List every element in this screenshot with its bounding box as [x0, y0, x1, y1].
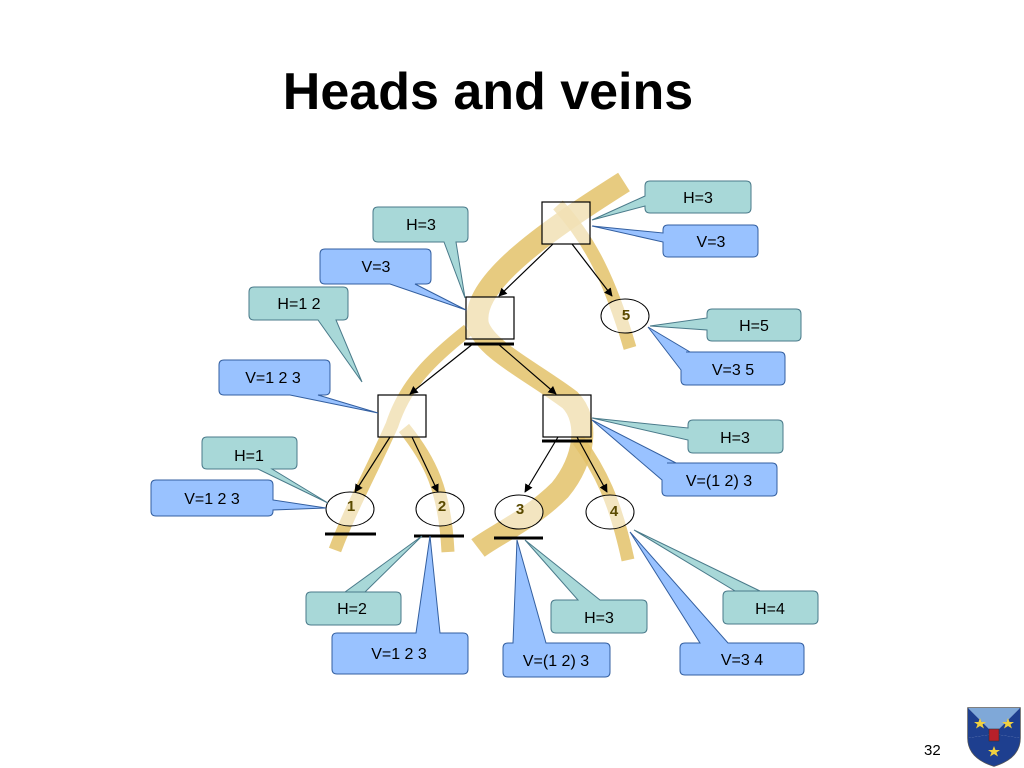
callout-text-leaf3-head: H=3 — [584, 610, 614, 627]
callout-text-root-head: H=3 — [683, 190, 713, 207]
leaf-node-2 — [415, 491, 465, 527]
callout-leaf3-head — [524, 539, 648, 634]
callout-text-leaf2-vein: V=1 2 3 — [371, 646, 427, 663]
crest-logo — [967, 707, 1021, 767]
callout-n3-head — [591, 417, 784, 454]
callout-text-leaf2-head: H=2 — [337, 601, 367, 618]
leaf-node-1 — [325, 491, 375, 527]
node-n3 — [542, 394, 592, 438]
edge-n2-leaf2 — [411, 436, 439, 493]
node-root — [541, 201, 591, 245]
leaf-label-2: 2 — [438, 498, 446, 515]
callout-leaf3-vein — [502, 539, 611, 678]
node-n2 — [377, 394, 427, 438]
callout-n1-vein — [319, 248, 467, 311]
callout-n3-vein — [591, 419, 778, 497]
callout-text-n2-vein: V=1 2 3 — [245, 370, 301, 387]
slide-title: Heads and veins — [282, 63, 694, 121]
callout-text-leaf4-head: H=4 — [755, 601, 785, 618]
callout-root-head — [591, 180, 752, 221]
callout-text-n3-vein: V=(1 2) 3 — [686, 473, 752, 490]
leaf-node-5 — [600, 298, 650, 334]
edge-n1-n2 — [409, 342, 475, 395]
leaf-node-3 — [494, 494, 544, 530]
edge-root-leaf5 — [571, 243, 613, 297]
callout-root-vein — [591, 224, 759, 258]
leaf-label-5: 5 — [622, 307, 630, 324]
callout-text-leaf5-head: H=5 — [739, 318, 769, 335]
callout-text-root-vein: V=3 — [697, 234, 726, 251]
callout-leaf4-vein — [629, 531, 805, 676]
callout-leaf5-head — [649, 308, 802, 342]
callout-leaf1-vein — [150, 479, 327, 517]
vein-highlight-n2-to-2 — [398, 423, 455, 553]
callout-leaf2-head — [305, 535, 423, 626]
callout-text-n1-head: H=3 — [406, 217, 436, 234]
leaf-label-3: 3 — [516, 501, 524, 518]
edge-n2-leaf1 — [354, 436, 391, 493]
callout-leaf5-vein — [647, 326, 786, 386]
callout-text-leaf1-head: H=1 — [234, 448, 264, 465]
leaf-node-4 — [585, 494, 635, 530]
edge-root-n1 — [498, 243, 554, 297]
callout-leaf4-head — [633, 529, 819, 625]
page-number: 32 — [924, 742, 941, 759]
node-n1 — [465, 296, 515, 340]
callout-text-leaf3-vein: V=(1 2) 3 — [523, 653, 589, 670]
callout-n1-head — [372, 206, 469, 299]
edge-n1-n3 — [496, 342, 557, 395]
edge-n3-leaf3 — [524, 436, 559, 493]
callout-text-leaf4-vein: V=3 4 — [721, 652, 763, 669]
callout-n2-vein — [218, 359, 379, 414]
edge-n3-leaf4 — [576, 436, 608, 493]
callout-text-n1-vein: V=3 — [362, 259, 391, 276]
callout-n2-head — [248, 286, 363, 383]
leaf-label-4: 4 — [610, 503, 619, 520]
callout-text-leaf5-vein: V=3 5 — [712, 362, 754, 379]
callout-text-n2-head: H=1 2 — [277, 296, 320, 313]
callout-text-n3-head: H=3 — [720, 430, 750, 447]
leaf-label-1: 1 — [347, 498, 355, 515]
callout-text-leaf1-vein: V=1 2 3 — [184, 491, 240, 508]
callout-leaf2-vein — [331, 535, 469, 675]
callout-leaf1-head — [201, 436, 329, 504]
